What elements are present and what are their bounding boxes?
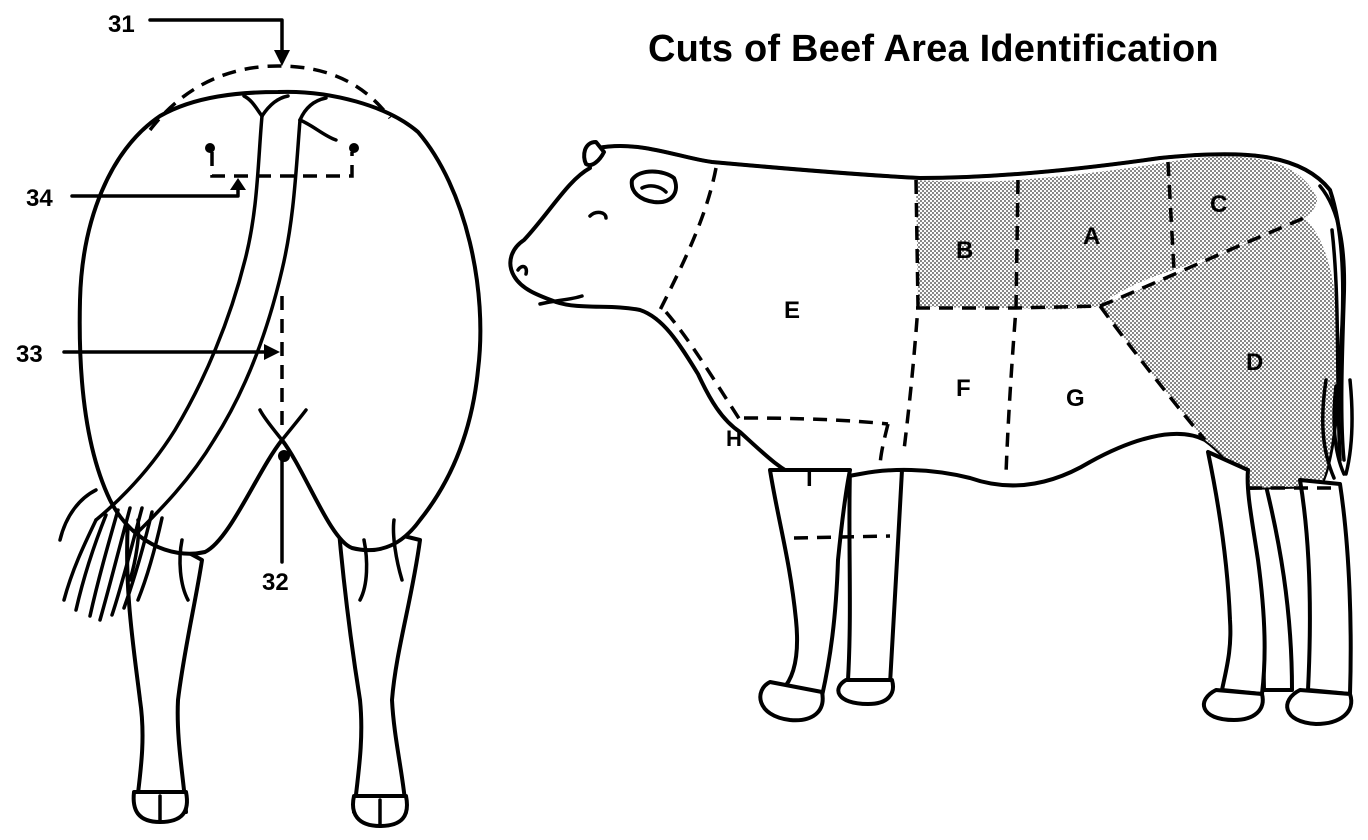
callout-34-label: 34 [26, 185, 53, 212]
rear-view-cattle: 31 34 33 32 [16, 11, 480, 826]
area-label-G: G [1066, 385, 1085, 412]
area-label-B: B [956, 237, 973, 264]
area-label-E: E [784, 297, 800, 324]
callout-32: 32 [262, 460, 289, 596]
area-label-F: F [956, 375, 971, 402]
area-label-A: A [1083, 223, 1100, 250]
rear-body [80, 92, 481, 554]
area-label-C: C [1210, 191, 1227, 218]
callout-32-label: 32 [262, 569, 289, 596]
side-far-front-leg [848, 470, 902, 684]
diagram-title: Cuts of Beef Area Identification [648, 28, 1219, 71]
rear-right-leg [338, 520, 420, 812]
side-hoof-3 [1204, 690, 1263, 720]
side-hoof-4 [1287, 690, 1351, 724]
side-near-front-leg [770, 470, 850, 696]
callout-33-label: 33 [16, 341, 43, 368]
area-label-I: I [806, 465, 813, 492]
side-hoof-2 [838, 680, 893, 704]
area-label-H: H [726, 426, 742, 451]
area-label-D: D [1246, 349, 1263, 376]
callout-31-label: 31 [108, 11, 135, 38]
callout-31: 31 [108, 11, 290, 66]
rear-anus-mark [278, 450, 290, 462]
side-view-cattle: A B C D E F G H I [510, 142, 1352, 724]
